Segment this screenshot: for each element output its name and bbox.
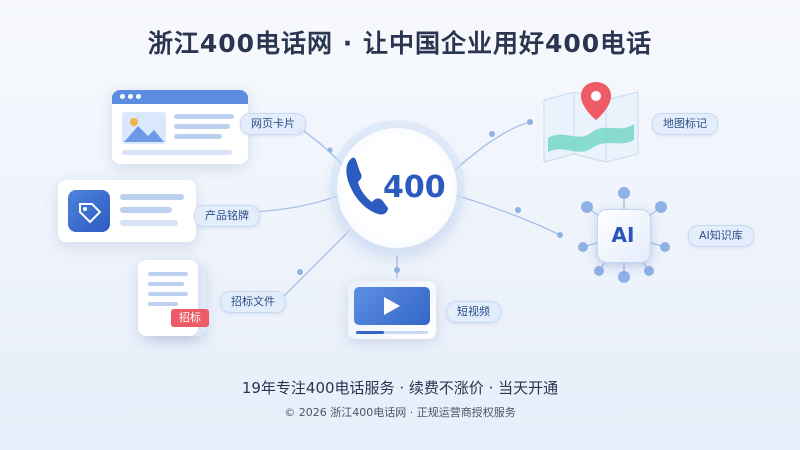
product-tag-card [58, 180, 196, 242]
label-ai-kb: AI知识库 [688, 225, 754, 247]
label-tender-doc: 招标文件 [220, 291, 286, 313]
image-icon [122, 112, 166, 144]
ai-chip-label: AI [611, 223, 635, 247]
play-icon [384, 297, 400, 315]
phone-handset-icon [346, 157, 388, 215]
footer-copyright: © 2026 浙江400电话网 · 正规运营商授权服务 [284, 406, 516, 419]
tag-icon [68, 190, 110, 232]
map-illustration [543, 82, 639, 163]
label-web-card: 网页卡片 [240, 113, 306, 135]
ai-chip [597, 209, 651, 263]
tender-document-illustration [138, 260, 198, 336]
footer-slogan: 19年专注400电话服务 · 续费不涨价 · 当天开通 [241, 379, 559, 397]
label-map-mark: 地图标记 [652, 113, 718, 135]
web-card-illustration [112, 90, 248, 164]
label-product-tag: 产品铭牌 [194, 205, 260, 227]
short-video-illustration [348, 281, 436, 339]
page-title: 浙江400电话网 · 让中国企业用好400电话 [147, 29, 653, 58]
center-number: 400 [383, 170, 446, 205]
tender-badge: 招标 [171, 309, 209, 327]
label-short-video: 短视频 [446, 301, 501, 323]
